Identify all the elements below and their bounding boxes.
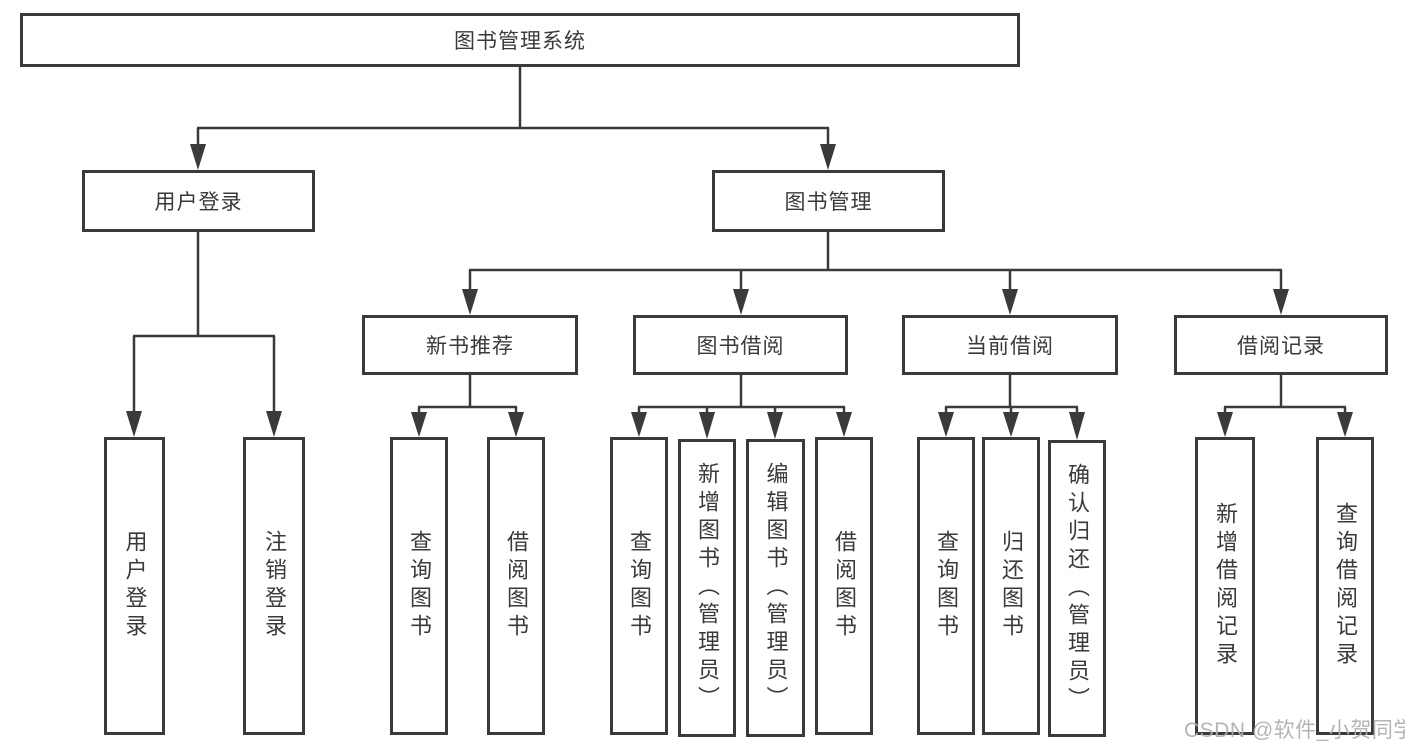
- leaf-add-borrow-record: 新增借阅记录: [1195, 437, 1255, 735]
- node-label: 图书管理系统: [454, 30, 586, 53]
- node-library-system: 图书管理系统: [20, 13, 1020, 67]
- node-label: 新增借阅记录: [1213, 502, 1238, 670]
- leaf-confirm-return-admin: 确认归还（管理员）: [1048, 440, 1106, 737]
- leaf-add-books-admin: 新增图书（管理员）: [678, 439, 736, 737]
- node-label: 图书借阅: [696, 335, 785, 358]
- node-label: 新书推荐: [426, 335, 514, 358]
- node-label: 查询借阅记录: [1333, 502, 1358, 670]
- node-label: 借阅图书: [832, 530, 857, 642]
- leaf-query-borrow-record: 查询借阅记录: [1316, 437, 1374, 735]
- node-label: 借阅记录: [1237, 335, 1325, 358]
- csdn-watermark: CSDN @软件_小贺同学: [1184, 719, 1405, 742]
- node-borrowing-records: 借阅记录: [1174, 315, 1388, 375]
- node-book-borrowing: 图书借阅: [633, 315, 848, 375]
- node-label: 查询图书: [934, 530, 959, 642]
- node-label: 用户登录: [154, 191, 243, 214]
- node-label: 查询图书: [407, 530, 432, 642]
- node-label: 查询图书: [627, 530, 652, 642]
- node-label: 当前借阅: [966, 335, 1054, 358]
- leaf-query-books-current: 查询图书: [917, 437, 975, 735]
- leaf-logout: 注销登录: [243, 437, 305, 735]
- node-label: 图书管理: [784, 191, 873, 214]
- leaf-borrow-books: 借阅图书: [815, 437, 873, 735]
- leaf-borrow-books-recommend: 借阅图书: [487, 437, 545, 735]
- leaf-return-books: 归还图书: [982, 437, 1040, 735]
- node-label: 用户登录: [122, 530, 148, 642]
- node-user-login: 用户登录: [82, 170, 315, 232]
- leaf-edit-books-admin: 编辑图书（管理员）: [746, 439, 805, 737]
- node-label: 新增图书（管理员）: [695, 462, 720, 714]
- leaf-query-books-recommend: 查询图书: [390, 437, 448, 735]
- node-label: 借阅图书: [504, 530, 529, 642]
- node-label: 确认归还（管理员）: [1065, 462, 1090, 715]
- leaf-user-login: 用户登录: [104, 437, 165, 735]
- node-label: 编辑图书（管理员）: [763, 462, 789, 714]
- node-label: 归还图书: [999, 530, 1024, 642]
- node-book-management: 图书管理: [712, 170, 945, 232]
- node-label: 注销登录: [262, 530, 287, 642]
- node-current-borrowing: 当前借阅: [902, 315, 1118, 375]
- node-new-book-recommend: 新书推荐: [362, 315, 578, 375]
- leaf-query-books-borrowing: 查询图书: [610, 437, 668, 735]
